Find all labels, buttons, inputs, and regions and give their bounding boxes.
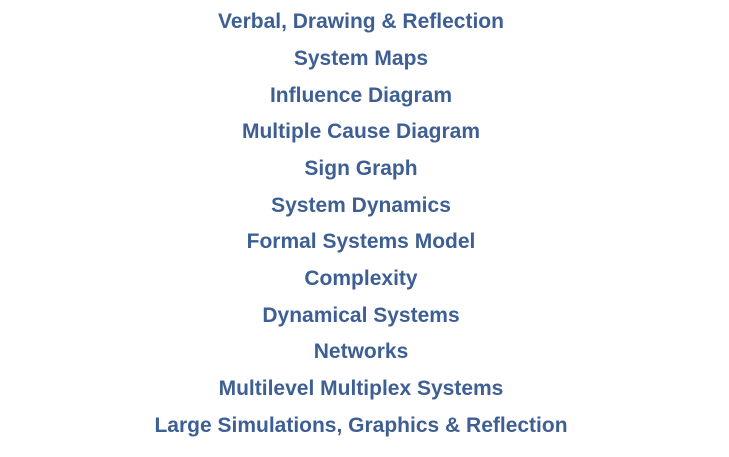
list-item-multiple-cause-diagram: Multiple Cause Diagram bbox=[241, 120, 481, 143]
list-item-influence-diagram: Influence Diagram bbox=[269, 84, 453, 107]
list-item-system-dynamics: System Dynamics bbox=[271, 194, 451, 217]
list-item-formal-systems-model: Formal Systems Model bbox=[246, 230, 476, 253]
list-item-multilevel-multiplex-systems: Multilevel Multiplex Systems bbox=[218, 377, 504, 400]
list-item-dynamical-systems: Dynamical Systems bbox=[262, 304, 460, 327]
list-item-sign-graph: Sign Graph bbox=[304, 157, 418, 180]
list-item-networks: Networks bbox=[313, 340, 409, 363]
list-item-verbal-drawing-reflection: Verbal, Drawing & Reflection bbox=[218, 10, 504, 33]
list-item-system-maps: System Maps bbox=[293, 47, 429, 70]
list-item-large-simulations-graphics-reflection: Large Simulations, Graphics & Reflection bbox=[154, 414, 568, 437]
list-item-complexity: Complexity bbox=[304, 267, 418, 290]
